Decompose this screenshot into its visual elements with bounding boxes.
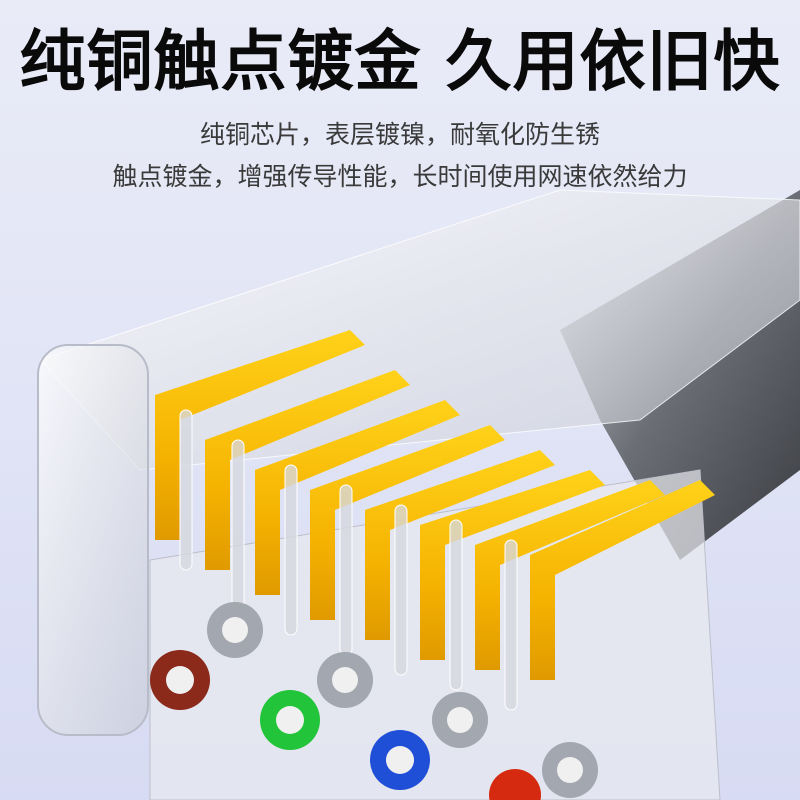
gold-contacts bbox=[155, 330, 715, 680]
subtitle-line-1: 纯铜芯片，表层镀镍，耐氧化防生锈 bbox=[199, 120, 600, 149]
housing-left-wall bbox=[37, 344, 149, 736]
wire-strands bbox=[166, 617, 583, 783]
headline: 纯铜触点镀金 久用依旧快 bbox=[19, 23, 781, 100]
glass-dividers bbox=[179, 409, 518, 711]
subtitle-line-2: 触点镀金，增强传导性能，长时间使用网速依然给力 bbox=[112, 162, 688, 191]
